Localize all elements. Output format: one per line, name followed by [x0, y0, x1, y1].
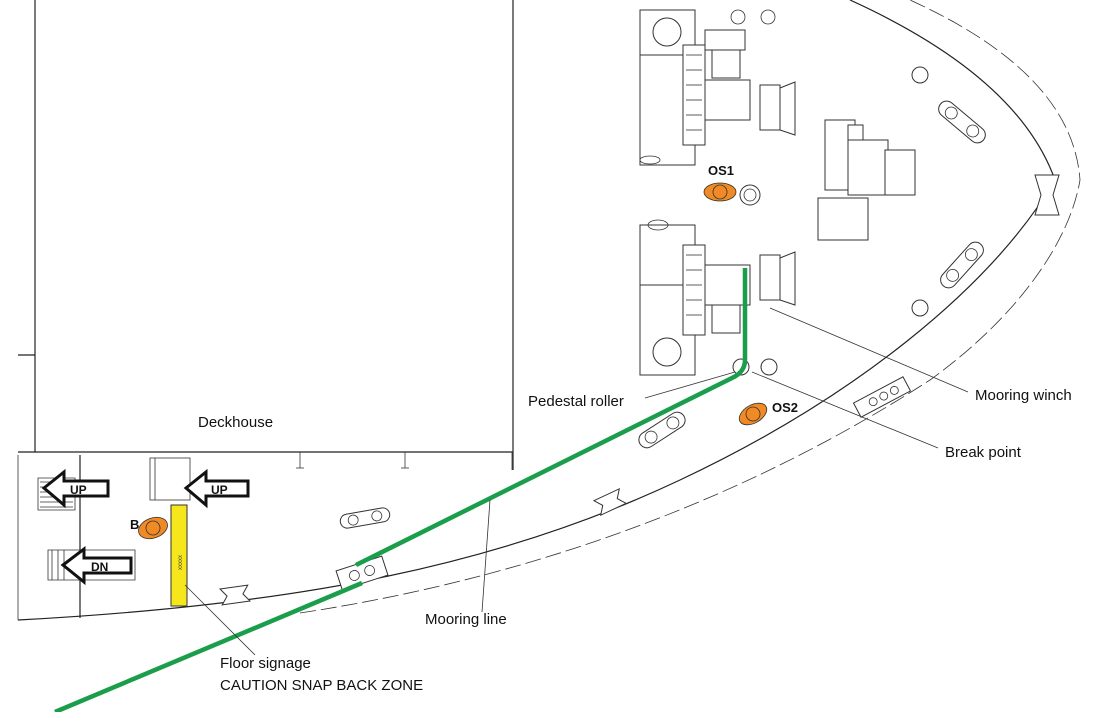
arrow-left-icon: [41, 468, 110, 509]
floor-signage-strip: xxxxx: [170, 504, 188, 607]
stair-up-right: UP: [149, 457, 250, 509]
person-icon: [138, 516, 168, 540]
leader-lines: [184, 307, 969, 656]
bollard-icon: [911, 66, 929, 84]
bollard-icon: [638, 411, 686, 449]
fairlead-icon: [1034, 174, 1060, 216]
floor-signage-text: xxxxx: [178, 555, 184, 570]
mooring-line-label: Mooring line: [425, 611, 507, 628]
b-label: B: [130, 517, 139, 532]
deckhouse-label: Deckhouse: [198, 414, 273, 431]
stair-down: DN: [47, 545, 136, 586]
bollard-icon: [339, 507, 391, 529]
capstan-winch-right: [817, 119, 916, 241]
stair-up-left: UP: [37, 468, 110, 511]
stair-up-right-label: UP: [211, 483, 228, 497]
os1-label: OS1: [708, 163, 734, 178]
deckhouse: Deckhouse: [18, 0, 514, 470]
person-icon: [738, 402, 768, 426]
person-b: B: [130, 516, 168, 540]
fairlead-icon: [592, 487, 628, 517]
floor-signage-label: Floor signage: [220, 655, 311, 672]
person-icon: [703, 182, 737, 202]
mooring-line: [54, 268, 748, 712]
stair-up-left-label: UP: [70, 483, 87, 497]
hull-outline: [17, 0, 1081, 621]
fairlead-icon: [218, 584, 252, 606]
person-os1: OS1: [703, 163, 737, 202]
bollard-icon: [911, 299, 929, 317]
mooring-winch-upper: [639, 9, 796, 166]
pedestal-roller-label: Pedestal roller: [528, 393, 624, 410]
fairlead-icon: [852, 376, 912, 418]
arrow-left-icon: [183, 468, 250, 509]
os2-label: OS2: [772, 400, 798, 415]
mooring-winch-label: Mooring winch: [975, 387, 1072, 404]
bollard-icon: [940, 241, 984, 289]
floor-signage-caution-label: CAUTION SNAP BACK ZONE: [220, 677, 423, 694]
arrow-left-icon: [60, 545, 133, 586]
break-point-label: Break point: [945, 444, 1022, 461]
bollard-icon: [739, 184, 761, 206]
person-os2: OS2: [738, 400, 798, 426]
stair-down-label: DN: [91, 560, 108, 574]
mooring-winch-lower: [639, 219, 796, 376]
bollard-icon: [938, 100, 986, 144]
